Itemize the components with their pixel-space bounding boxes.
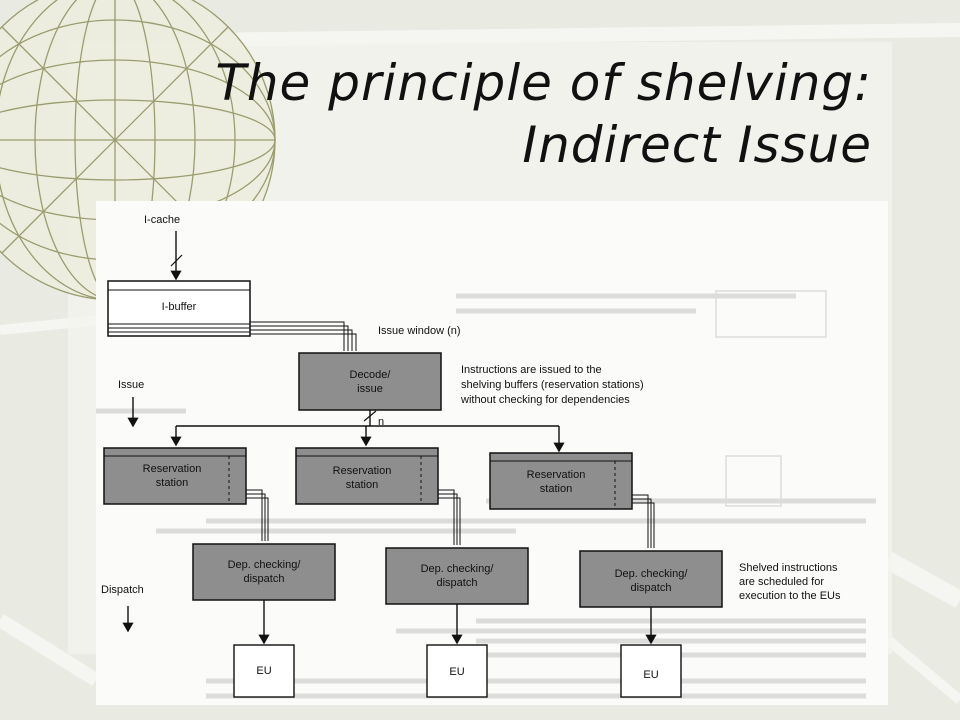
decode-label-line2: issue [357,383,383,395]
rs1-label-line2: station [156,477,188,489]
dep2-label-line2: dispatch [437,577,478,589]
decode-note-line3: without checking for dependencies [460,394,630,406]
execution-unit-1: EU [233,644,295,698]
dep-checking-dispatch-3: Dep. checking/ dispatch [579,550,723,608]
issue-window-bus [250,321,357,351]
title-line-1: The principle of shelving: [215,54,872,112]
ibuffer-label: I-buffer [162,301,197,313]
icache-label: I-cache [144,214,180,226]
slide-title: The principle of shelving: Indirect Issu… [112,52,872,176]
dep3-label-line1: Dep. checking/ [615,568,689,580]
dispatch-note-line1: Shelved instructions [739,562,838,574]
dispatch-stage-label: Dispatch [101,584,144,596]
decode-note-line1: Instructions are issued to the [461,364,602,376]
dep-checking-dispatch-2: Dep. checking/ dispatch [385,547,529,605]
dispatch-note-line2: are scheduled for [739,576,824,588]
dep1-label-line1: Dep. checking/ [228,559,302,571]
reservation-station-3: Reservation station [489,452,633,510]
issue-stage-label: Issue [118,379,144,391]
title-line-2: Indirect Issue [522,116,872,174]
eu3-label: EU [643,669,658,681]
dep2-label-line1: Dep. checking/ [421,563,495,575]
dep1-label-line2: dispatch [244,573,285,585]
rs1-label-line1: Reservation [143,463,202,475]
shelving-diagram-figure: I-cache I-buffer Issue window (n) Issue … [96,201,888,705]
fetch-width-slash [170,254,183,267]
decode-label-line1: Decode/ [350,369,392,381]
background-streaks [0,23,960,704]
rs2-label-line2: station [346,479,378,491]
reservation-station-1: Reservation station [103,447,247,505]
shelving-diagram: I-cache I-buffer Issue window (n) Issue … [96,214,876,699]
execution-unit-2: EU [426,644,488,698]
dispatch-note-line3: execution to the EUs [739,590,841,602]
issue-window-label: Issue window (n) [378,325,461,337]
rs2-label-line1: Reservation [333,465,392,477]
issue-width-n-label: n [378,416,384,428]
eu2-label: EU [449,666,464,678]
rs3-label-line1: Reservation [527,469,586,481]
execution-unit-3: EU [620,644,682,698]
decode-note-line2: shelving buffers (reservation stations) [461,379,644,391]
decode-issue-box [298,352,442,411]
eu1-label: EU [256,665,271,677]
rs-to-dep-connectors [246,489,655,548]
rs3-label-line2: station [540,483,572,495]
dep-checking-dispatch-1: Dep. checking/ dispatch [192,543,336,601]
dep3-label-line2: dispatch [631,582,672,594]
issue-width-slash [363,410,377,422]
reservation-station-2: Reservation station [295,447,439,505]
